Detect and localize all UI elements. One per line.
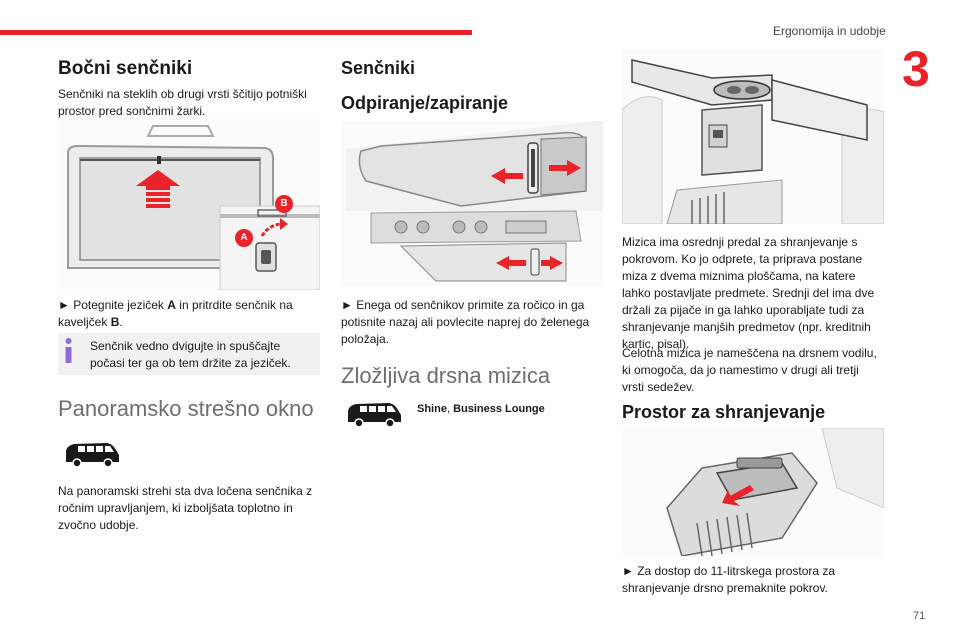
page-number: 71 — [913, 610, 926, 622]
callout-b: B — [280, 198, 288, 209]
section-title-folding-table: Zložljiva drsna mizica — [341, 363, 551, 388]
panoramic-roof-text: Na panoramski strehi sta dva ločena senč… — [58, 484, 313, 532]
trim-levels: Shine, Business Lounge — [417, 401, 545, 418]
trim-business-lounge: Business Lounge — [453, 403, 545, 415]
folding-table-desc-2: Celotna mizica je nameščena na drsnem vo… — [622, 346, 877, 394]
trim-separator: , — [446, 403, 454, 415]
van-silhouette-icon — [66, 443, 119, 468]
roof-shades-illustration — [341, 121, 603, 285]
red-arrow-left — [491, 168, 523, 184]
step-text-end: . — [119, 315, 123, 329]
chapter-header-title: Ergonomija in udobje — [773, 24, 886, 38]
side-shades-intro: Senčniki na steklih ob drugi vrsti ščiti… — [58, 87, 307, 118]
info-text: Senčnik vedno dvigujte in spuščajte poča… — [90, 339, 291, 370]
folding-table-desc-1: Mizica ima osrednji predal za shranjevan… — [622, 235, 875, 351]
info-icon — [65, 338, 72, 363]
section-title-panoramic-roof: Panoramsko strešno okno — [58, 396, 314, 421]
side-shade-step: ► Potegnite jeziček A in pritrdite senčn… — [58, 297, 320, 331]
figure-roof-shades — [341, 121, 603, 285]
storage-illustration — [622, 428, 884, 556]
side-shade-illustration — [58, 118, 320, 290]
subsection-open-close: Odpiranje/zapiranje — [341, 93, 509, 113]
info-box: Senčnik vedno dvigujte in spuščajte poča… — [58, 333, 320, 375]
figure-side-shade: B A — [58, 118, 320, 290]
van-silhouette-icon — [348, 403, 401, 428]
step-ref-b: B — [110, 315, 120, 329]
section-title-shades: Senčniki — [341, 58, 416, 78]
section-title-storage: Prostor za shranjevanje — [622, 402, 826, 422]
figure-storage — [622, 428, 884, 556]
chapter-number: 3 — [902, 41, 930, 97]
storage-step: ► Za dostop do 11-litrskega prostora za … — [622, 564, 836, 595]
figure-folding-table — [622, 50, 884, 224]
callout-a: A — [240, 232, 248, 243]
step-text: ► Potegnite jeziček — [58, 298, 168, 312]
roof-shade-step: ► Enega od senčnikov primite za ročico i… — [341, 298, 590, 346]
header-accent-bar — [0, 30, 472, 35]
trim-shine: Shine — [417, 403, 447, 415]
folding-table-illustration — [622, 50, 884, 224]
section-title-side-shades: Bočni senčniki — [58, 58, 193, 79]
step-text-mid: in pritrdite senčnik na kaveljček — [58, 298, 293, 329]
red-arrow-right — [549, 160, 581, 176]
red-slide-arrow — [722, 485, 754, 506]
red-up-arrow — [136, 170, 180, 190]
step-ref-a: A — [167, 298, 176, 312]
